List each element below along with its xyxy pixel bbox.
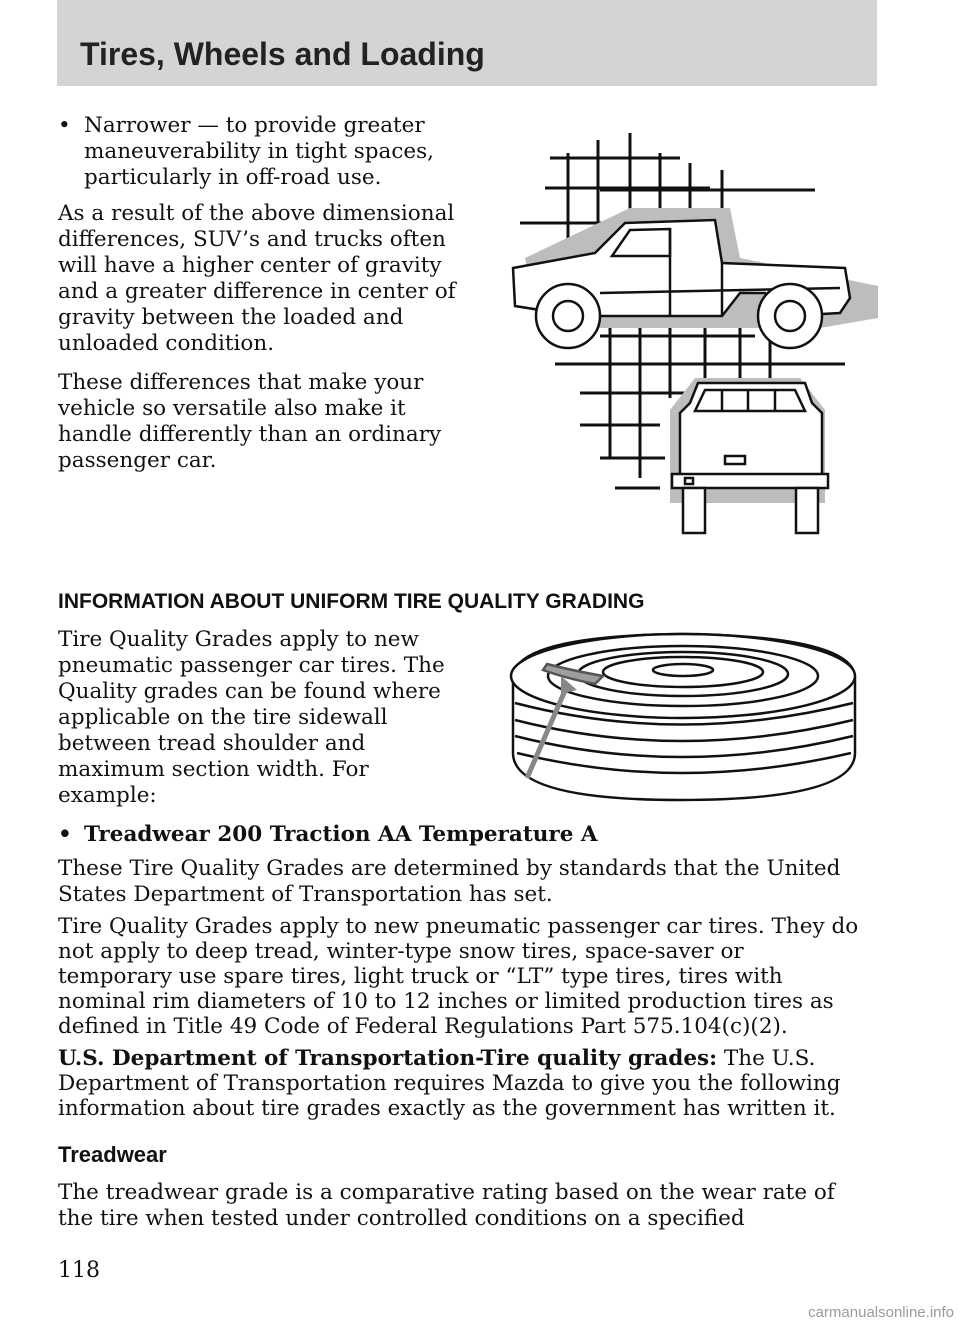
paragraph-line: information about tire grades exactly as… [58,1096,836,1121]
paragraph-line: These Tire Quality Grades are determined… [58,856,841,881]
watermark: carmanualsonline.info [808,1304,954,1321]
paragraph-line: not apply to deep tread, winter-type sno… [58,939,744,964]
bullet-icon: • [58,113,71,138]
bullet-icon: • [58,822,72,847]
tire-illustration [509,632,857,802]
paragraph-line: handle differently than an ordinary [58,422,442,447]
dot-paragraph-line: U.S. Department of Transportation-Tire q… [58,1046,816,1071]
bullet-narrower: •Narrower — to provide greater [58,113,425,138]
paragraph-line: States Department of Transportation has … [58,882,553,907]
page-number: 118 [58,1258,100,1283]
paragraph-line: vehicle so versatile also make it [58,396,406,421]
paragraph-line: unloaded condition. [58,331,275,356]
header-band [57,0,877,86]
dot-lead-in: U.S. Department of Transportation-Tire q… [58,1046,718,1071]
bullet-line: particularly in off-road use. [84,165,382,190]
paragraph-line: Tire Quality Grades apply to new pneumat… [58,914,859,939]
utqg-heading: INFORMATION ABOUT UNIFORM TIRE QUALITY G… [58,590,645,613]
bullet-treadwear-example: •Treadwear 200 Traction AA Temperature A [58,822,598,847]
paragraph-line: and a greater difference in center of [58,279,456,304]
paragraph-line: gravity between the loaded and [58,305,404,330]
paragraph-line: will have a higher center of gravity [58,253,442,278]
paragraph-line: These differences that make your [58,370,424,395]
paragraph-line: The treadwear grade is a comparative rat… [58,1180,835,1205]
pointer-arrow [524,685,570,779]
paragraph-line: example: [58,783,157,808]
paragraph-line: defined in Title 49 Code of Federal Regu… [58,1014,788,1039]
paragraph-line: As a result of the above dimensional [58,201,455,226]
paragraph-line: Tire Quality Grades apply to new [58,627,419,652]
paragraph-line: Department of Transportation requires Ma… [58,1071,841,1096]
paragraph-line: Quality grades can be found where [58,679,441,704]
paragraph-line: pneumatic passenger car tires. The [58,653,445,678]
treadwear-heading: Treadwear [58,1142,167,1167]
bullet-line: maneuverability in tight spaces, [84,139,435,164]
section-title: Tires, Wheels and Loading [80,36,485,72]
paragraph-line: nominal rim diameters of 10 to 12 inches… [58,989,834,1014]
paragraph-line: temporary use spare tires, light truck o… [58,964,783,989]
paragraph-line: maximum section width. For [58,757,369,782]
paragraph-line: the tire when tested under controlled co… [58,1206,745,1231]
paragraph-line: differences, SUV’s and trucks often [58,227,446,252]
sidewall-marking [541,662,606,686]
paragraph-line: passenger car. [58,448,217,473]
paragraph-line: between tread shoulder and [58,731,366,756]
paragraph-line: applicable on the tire sidewall [58,705,388,730]
truck-illustration [511,133,878,535]
